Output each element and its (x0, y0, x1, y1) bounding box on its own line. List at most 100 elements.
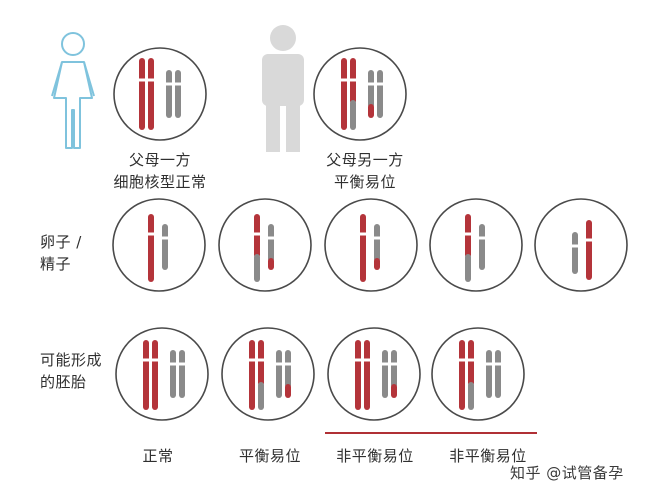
chromosome-segment (377, 70, 383, 118)
male-person-icon (262, 54, 304, 106)
female-person-icon (53, 61, 93, 149)
centromere (178, 362, 186, 366)
centromere (390, 362, 398, 366)
chromosome-segment (139, 58, 145, 130)
chromosome-segment (468, 340, 474, 386)
chromosome-segment (391, 384, 397, 398)
mother-label-line1: 父母一方 (128, 151, 191, 169)
embryo-circle (115, 327, 209, 421)
chromosome-segment (249, 340, 255, 410)
chromosome-segment (148, 58, 154, 130)
gamete-circle (324, 198, 418, 292)
centromere (485, 362, 493, 366)
chromosome-segment (258, 382, 264, 410)
chromosome-segment (468, 382, 474, 410)
centromere (458, 358, 466, 362)
father-label: 父母另一方 平衡易位 (310, 150, 420, 192)
centromere (376, 82, 384, 86)
chromosome-segment (341, 58, 347, 130)
centromere (165, 82, 173, 86)
centromere (464, 232, 472, 236)
embryos-label-line2: 的胚胎 (40, 373, 87, 391)
centromere (161, 236, 169, 240)
centromere (585, 238, 593, 242)
chromosome-segment (374, 224, 380, 262)
embryo-type-label: 非平衡易位 (336, 447, 414, 465)
centromere (142, 358, 150, 362)
centromere (349, 78, 357, 82)
female-person-icon (51, 61, 95, 97)
chromosome-segment (285, 384, 291, 398)
embryos-label: 可能形成 的胚胎 (40, 350, 102, 392)
chromosome-segment (179, 350, 185, 398)
embryo-circle (327, 327, 421, 421)
gametes-label-line1: 卵子 / (40, 233, 82, 251)
centromere (253, 232, 261, 236)
chromosome-segment (368, 104, 374, 118)
mother-label-line2: 细胞核型正常 (113, 173, 207, 191)
centromere (354, 358, 362, 362)
centromere (257, 358, 265, 362)
male-person-icon (270, 25, 296, 51)
centromere (248, 358, 256, 362)
chromosome-segment (143, 340, 149, 410)
chromosome-segment (465, 254, 471, 282)
embryo-type-label: 正常 (142, 447, 174, 465)
centromere (571, 244, 579, 248)
chromosome-segment (268, 224, 274, 262)
centromere (340, 78, 348, 82)
chromosome-segment (368, 70, 374, 108)
embryos-label-line1: 可能形成 (40, 351, 103, 369)
embryo-circle (431, 327, 525, 421)
centromere (275, 362, 283, 366)
chromosome-segment (495, 350, 501, 398)
centromere (174, 82, 182, 86)
father-cell-circle (313, 47, 407, 141)
chromosome-segment (276, 350, 282, 398)
male-person-icon (286, 100, 300, 152)
female-person-icon (61, 32, 85, 56)
chromosome-segment (374, 258, 380, 270)
father-label-line2: 平衡易位 (333, 173, 396, 191)
chromosome-segment (268, 258, 274, 270)
chromosome-segment (254, 254, 260, 282)
father-label-line1: 父母另一方 (326, 151, 404, 169)
chromosome-segment (170, 350, 176, 398)
gametes-label: 卵子 / 精子 (40, 232, 82, 274)
chromosome-segment (360, 214, 366, 282)
centromere (138, 78, 146, 82)
centromere (151, 358, 159, 362)
chromosome-segment (355, 340, 361, 410)
chromosome-segment (459, 340, 465, 410)
centromere (381, 362, 389, 366)
chromosome-segment (350, 100, 356, 130)
centromere (147, 78, 155, 82)
centromere (373, 236, 381, 240)
chromosome-segment (175, 70, 181, 118)
chromosome-segment (465, 214, 471, 258)
gamete-circle (534, 198, 628, 292)
chromosome-segment (486, 350, 492, 398)
chromosome-segment (382, 350, 388, 398)
chromosome-segment (258, 340, 264, 386)
centromere (284, 362, 292, 366)
gamete-circle (112, 198, 206, 292)
chromosome-segment (364, 340, 370, 410)
chromosome-segment (152, 340, 158, 410)
centromere (467, 358, 475, 362)
embryo-type-label: 非平衡易位 (449, 447, 527, 465)
chromosome-segment (586, 220, 592, 280)
male-person-icon (266, 100, 280, 152)
chromosome-segment (479, 224, 485, 270)
centromere (478, 236, 486, 240)
centromere (494, 362, 502, 366)
mother-cell-circle (113, 47, 207, 141)
embryo-type-label: 平衡易位 (238, 447, 301, 465)
unbalanced-group-underline (325, 432, 537, 434)
watermark-text: 知乎 @试管备孕 (510, 464, 624, 482)
chromosome-segment (391, 350, 397, 388)
centromere (359, 232, 367, 236)
chromosome-segment (572, 232, 578, 274)
